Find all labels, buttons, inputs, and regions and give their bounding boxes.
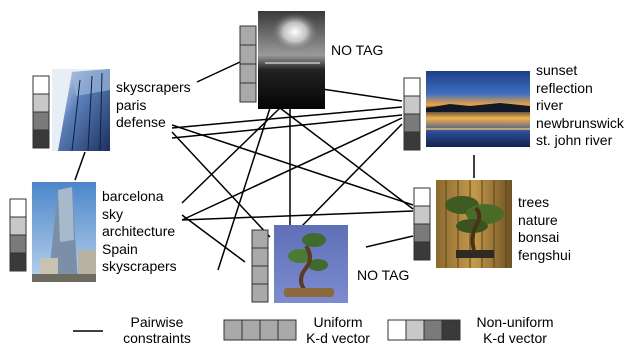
edge-paris-barcelona (74, 151, 86, 181)
bonsai-bamboo-photo (436, 180, 512, 268)
uniform-vector (251, 229, 269, 303)
tag: paris (116, 96, 147, 113)
non-uniform-vector (403, 77, 421, 151)
tag: reflection (536, 79, 593, 96)
tag: Spain (102, 240, 138, 257)
legend-line-1: Non-uniform (476, 314, 554, 330)
non-uniform-vector (9, 198, 27, 272)
edge-paris-sunset-1 (171, 106, 403, 129)
tag: fengshui (518, 246, 571, 263)
legend-line-2: K-d vector (483, 330, 547, 346)
edge-paris-bottom (171, 131, 271, 238)
legend-line-1: Uniform (313, 314, 363, 330)
legend-line-2: K-d vector (306, 330, 370, 346)
edges (74, 61, 475, 271)
skyscraper-glass-photo (52, 69, 110, 152)
tags-paris: skyscrapers paris defense (116, 79, 191, 132)
legend-non-uniform-label: Non-uniform K-d vector (460, 314, 570, 346)
legend-uniform-swatch (223, 319, 297, 341)
barcelona-tower-photo (32, 182, 96, 282)
tag: nature (518, 211, 558, 228)
node-top (239, 11, 325, 109)
moon-night-photo (258, 11, 325, 109)
tag: defense (116, 114, 166, 130)
edge-sunset-barcelona (181, 117, 403, 221)
legend-line-1: Pairwise (130, 314, 184, 330)
tag: barcelona (102, 188, 164, 204)
legend-line-2: constraints (123, 330, 191, 346)
non-uniform-vector (413, 187, 431, 261)
edge-barcelona-bonsai (181, 210, 414, 221)
tag: skyscrapers (116, 79, 191, 95)
edge-bonsai-bottom (365, 235, 414, 248)
tag: bonsai (518, 229, 560, 245)
edge-paris-top (196, 61, 241, 83)
edge-top-barcelona (181, 107, 281, 204)
tag: sunset (536, 62, 578, 78)
tag: river (536, 97, 564, 113)
tags-bonsai: trees nature bonsai fengshui (518, 194, 571, 264)
legend-uniform-label: Uniform K-d vector (298, 314, 378, 346)
non-uniform-vector (32, 75, 50, 149)
legend-pairwise-label: Pairwise constraints (112, 314, 202, 346)
edge-paris-bonsai (171, 124, 414, 206)
legend (73, 319, 461, 341)
caption-bottom-no-tag: NO TAG (357, 267, 410, 283)
legend-non-uniform-swatch (387, 319, 461, 341)
edge-top-bottom-1 (217, 107, 271, 271)
uniform-vector (239, 25, 257, 103)
edge-sunset-bottom (299, 123, 403, 229)
edge-top-bonsai (279, 107, 414, 210)
tag: st. john river (536, 132, 613, 148)
edge-paris-sunset-2 (171, 114, 403, 139)
node-bonsai (413, 180, 512, 268)
caption-top-no-tag: NO TAG (331, 42, 384, 58)
tags-sunset: sunset reflection river newbrunswick st.… (536, 62, 624, 150)
bonsai-blue-photo (274, 225, 348, 303)
edge-barcelona-bottom (181, 214, 246, 263)
sunset-river-photo (426, 71, 530, 147)
node-sunset (403, 71, 530, 151)
tag: newbrunswick (536, 114, 624, 131)
tag: trees (518, 194, 550, 210)
tag: skyscrapers (102, 258, 177, 274)
node-barcelona (9, 182, 96, 282)
node-paris (32, 69, 110, 152)
tag: architecture (102, 223, 176, 239)
tag: sky (102, 205, 123, 222)
tags-barcelona: barcelona sky architecture Spain skyscra… (102, 188, 177, 276)
node-bottom-center (251, 225, 348, 303)
